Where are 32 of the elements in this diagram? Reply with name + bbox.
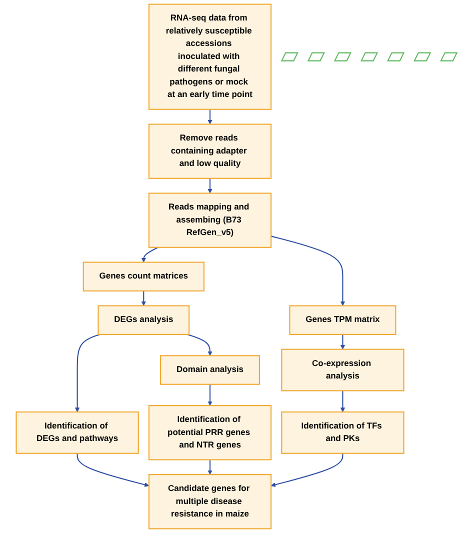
- arrow: [142, 246, 159, 262]
- node-box: Genes count matrices: [83, 262, 205, 292]
- node-parallelogram: [387, 52, 406, 62]
- node-parallelogram: [360, 52, 379, 62]
- arrow: [75, 334, 101, 412]
- node-parallelogram: [414, 52, 432, 62]
- arrow: [208, 460, 213, 475]
- node-parallelogram: [281, 52, 299, 62]
- node-box: Identification of TFs and PKs: [282, 411, 405, 454]
- arrow: [340, 390, 346, 412]
- node-box: Reads mapping and assembing (B73 RefGen_v5): [148, 192, 272, 248]
- node-parallelogram: [308, 52, 326, 62]
- arrow: [188, 334, 213, 356]
- node-box: Genes TPM matrix: [290, 305, 397, 335]
- node-parallelogram: [334, 52, 352, 62]
- arrow: [208, 109, 213, 124]
- node-box: Candidate genes for multiple disease resistance in maize: [148, 474, 272, 530]
- node-box: Identification of potential PRR genes and NTR genes: [148, 405, 272, 460]
- arrow: [142, 290, 146, 306]
- node-box: RNA-seq data from relatively susceptible accessions inoculated with different fungal pathogens or mock at an early time point: [148, 4, 272, 110]
- arrow: [208, 384, 213, 406]
- arrow: [77, 453, 150, 487]
- node-parallelogram: [440, 52, 458, 62]
- node-box: Remove reads containing adapter and low quality: [148, 124, 272, 179]
- node-box: DEGs analysis: [98, 305, 190, 335]
- arrow: [271, 453, 344, 487]
- arrow: [208, 178, 213, 194]
- arrow: [271, 236, 346, 306]
- node-box: Co-expression analysis: [282, 348, 405, 392]
- node-box: Domain analysis: [160, 355, 260, 385]
- arrow: [340, 334, 346, 350]
- node-box: Identification of DEGs and pathways: [16, 411, 140, 454]
